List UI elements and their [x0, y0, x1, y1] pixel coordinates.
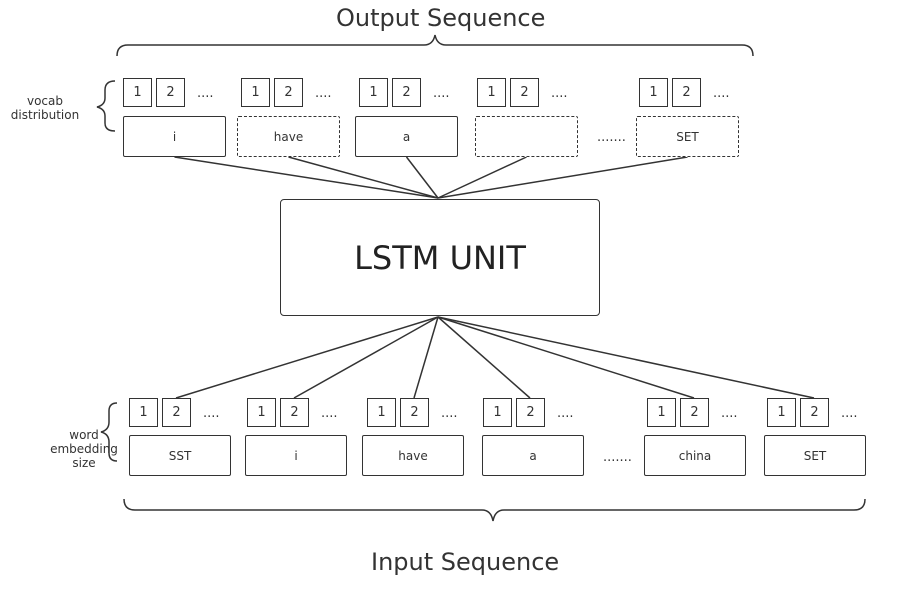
input-embedding-cell-1: 1 — [247, 398, 276, 427]
output-token-box — [475, 116, 578, 157]
output-vocab-ellipsis: .... — [197, 86, 214, 101]
lstm-unit-box: LSTM UNIT — [280, 199, 600, 316]
output-vocab-ellipsis: .... — [713, 86, 730, 101]
input-embedding-cell-2: 2 — [400, 398, 429, 427]
output-vocab-cell-1: 1 — [123, 78, 152, 107]
input-embedding-cell-2: 2 — [800, 398, 829, 427]
output-vocab-ellipsis: .... — [433, 86, 450, 101]
input-embedding-cell-1: 1 — [767, 398, 796, 427]
output-vocab-cell-1: 1 — [359, 78, 388, 107]
input-sequence-ellipsis: ....... — [603, 450, 632, 465]
output-token-box: have — [237, 116, 340, 157]
input-sequence-brace — [123, 498, 866, 522]
output-vocab-cell-2: 2 — [510, 78, 539, 107]
vocab-label-line-2: distribution — [10, 108, 80, 122]
input-connection — [437, 316, 695, 399]
input-embedding-cell-1: 1 — [483, 398, 512, 427]
output-vocab-cell-1: 1 — [241, 78, 270, 107]
lstm-unit-label: LSTM UNIT — [354, 238, 526, 277]
vocab-distribution-label: vocab distribution — [0, 94, 90, 122]
output-sequence-title: Output Sequence — [336, 4, 546, 32]
input-connection — [175, 316, 439, 399]
input-embedding-ellipsis: .... — [721, 406, 738, 421]
output-vocab-cell-2: 2 — [274, 78, 303, 107]
input-token-box: i — [245, 435, 347, 476]
output-vocab-cell-2: 2 — [156, 78, 185, 107]
output-token-box: i — [123, 116, 226, 157]
input-embedding-ellipsis: .... — [557, 406, 574, 421]
input-embedding-cell-2: 2 — [516, 398, 545, 427]
output-vocab-cell-2: 2 — [392, 78, 421, 107]
input-token-box-label: have — [398, 448, 428, 463]
output-vocab-cell-2: 2 — [672, 78, 701, 107]
input-embedding-cell-2: 2 — [280, 398, 309, 427]
input-token-box: have — [362, 435, 464, 476]
output-vocab-ellipsis: .... — [551, 86, 568, 101]
input-token-box: SET — [764, 435, 866, 476]
vocab-distribution-brace — [96, 80, 116, 132]
output-sequence-brace — [116, 34, 754, 57]
output-vocab-cell-1: 1 — [477, 78, 506, 107]
input-token-box: a — [482, 435, 584, 476]
output-vocab-cell-1: 1 — [639, 78, 668, 107]
word-embedding-size-label: word embedding size — [40, 428, 128, 470]
embedding-label-line-3: size — [72, 456, 96, 470]
output-connection — [405, 156, 439, 199]
word-embedding-brace — [100, 402, 118, 462]
input-embedding-cell-2: 2 — [680, 398, 709, 427]
vocab-label-line-1: vocab — [26, 94, 63, 108]
input-sequence-title: Input Sequence — [371, 548, 560, 576]
input-embedding-ellipsis: .... — [321, 406, 338, 421]
output-token-box-label: i — [172, 129, 177, 144]
input-connection — [413, 316, 439, 399]
output-connection — [437, 156, 527, 199]
output-token-box-label: have — [273, 129, 304, 144]
input-embedding-ellipsis: .... — [441, 406, 458, 421]
input-embedding-cell-1: 1 — [367, 398, 396, 427]
output-connection — [174, 156, 439, 199]
input-embedding-cell-1: 1 — [647, 398, 676, 427]
output-token-box-label: SET — [676, 129, 699, 144]
output-token-box: a — [355, 116, 458, 157]
output-token-box: SET — [636, 116, 739, 157]
output-connection — [437, 156, 688, 199]
embedding-label-line-1: word — [69, 428, 99, 442]
input-embedding-cell-2: 2 — [162, 398, 191, 427]
input-connection — [293, 316, 439, 399]
output-connection — [288, 156, 439, 199]
input-token-box-label: SET — [803, 448, 827, 463]
input-token-box: SST — [129, 435, 231, 476]
output-token-box-label: a — [402, 129, 411, 144]
input-token-box-label: SST — [168, 448, 192, 463]
input-embedding-ellipsis: .... — [203, 406, 220, 421]
input-token-box-label: a — [529, 448, 537, 463]
input-connection — [437, 316, 531, 399]
output-vocab-ellipsis: .... — [315, 86, 332, 101]
embedding-label-line-2: embedding — [50, 442, 118, 456]
input-token-box: china — [644, 435, 746, 476]
input-token-box-label: i — [294, 448, 298, 463]
input-connection — [437, 316, 815, 399]
input-embedding-cell-1: 1 — [129, 398, 158, 427]
input-embedding-ellipsis: .... — [841, 406, 858, 421]
input-token-box-label: china — [678, 448, 712, 463]
output-sequence-ellipsis: ....... — [597, 130, 626, 145]
